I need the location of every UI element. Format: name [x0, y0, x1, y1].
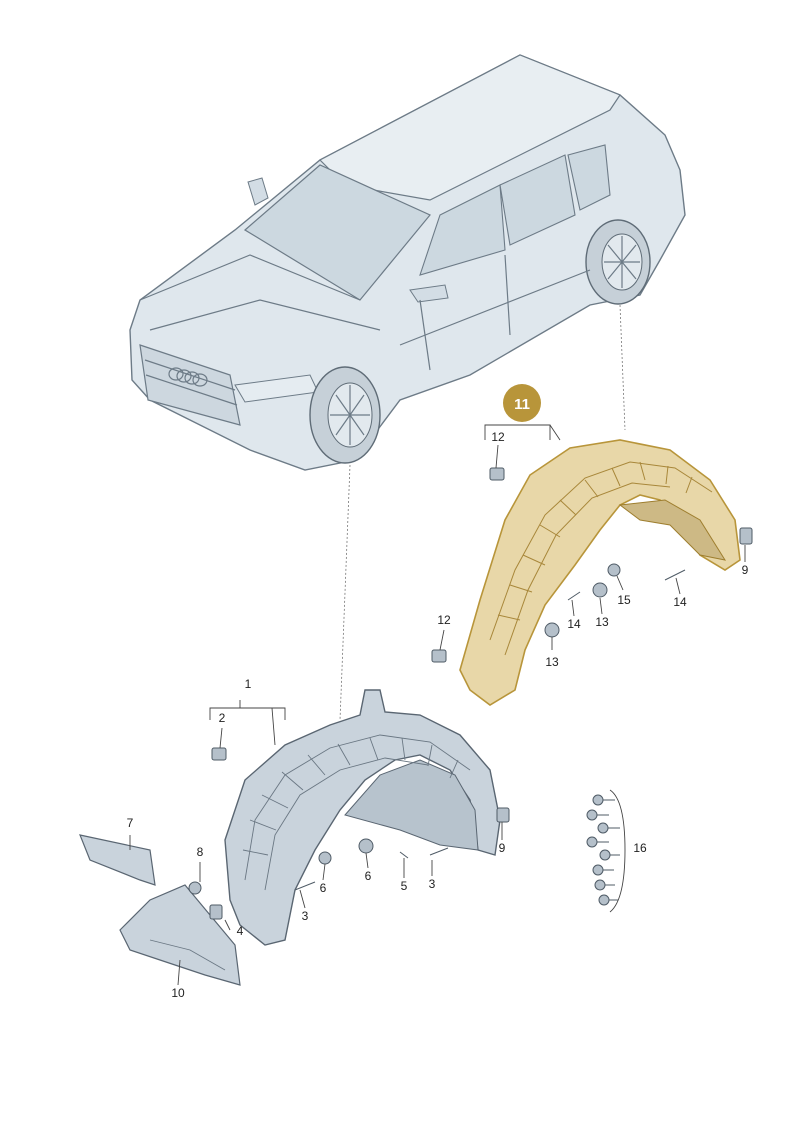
shield-part-10 [119, 884, 241, 986]
callout-7: 7 [127, 816, 134, 830]
screw-set-16 [586, 794, 620, 906]
vehicle-illustration [129, 54, 686, 471]
callout-6b: 6 [365, 869, 372, 883]
front-leader-line [339, 464, 351, 721]
callout-13b: 13 [545, 655, 559, 669]
callout-3b: 3 [429, 877, 436, 891]
badge-label: 11 [514, 396, 530, 413]
highlight-badge: 11 [503, 384, 541, 422]
callout-6a: 6 [320, 881, 327, 895]
callout-9b: 9 [742, 563, 749, 577]
callout-1: 1 [245, 677, 252, 691]
callout-13a: 13 [595, 615, 609, 629]
callout-12a: 12 [491, 430, 505, 444]
bracket-part-7 [79, 834, 156, 886]
callout-leaders [129, 444, 746, 986]
front-wheel-housing-liner [224, 689, 501, 946]
callout-14a: 14 [567, 617, 581, 631]
rear-wheel-housing-liner [459, 439, 741, 706]
callout-2: 2 [219, 711, 226, 725]
callout-3a: 3 [302, 909, 309, 923]
callout-10: 10 [171, 986, 185, 1000]
rear-leader-line [619, 304, 626, 431]
callout-16: 16 [633, 841, 647, 855]
callout-15: 15 [617, 593, 631, 607]
callout-9a: 9 [499, 841, 506, 855]
bracket-11 [484, 424, 561, 441]
bracket-1 [209, 700, 286, 746]
callout-12b: 12 [437, 613, 451, 627]
callout-8: 8 [197, 845, 204, 859]
fasteners [188, 467, 753, 920]
callout-labels: 1 2 3 3 4 5 6 6 7 8 9 9 10 12 12 13 13 1… [127, 430, 749, 1000]
bracket-16 [609, 789, 626, 913]
callout-14b: 14 [673, 595, 687, 609]
callout-4: 4 [237, 924, 244, 938]
callout-5: 5 [401, 879, 408, 893]
